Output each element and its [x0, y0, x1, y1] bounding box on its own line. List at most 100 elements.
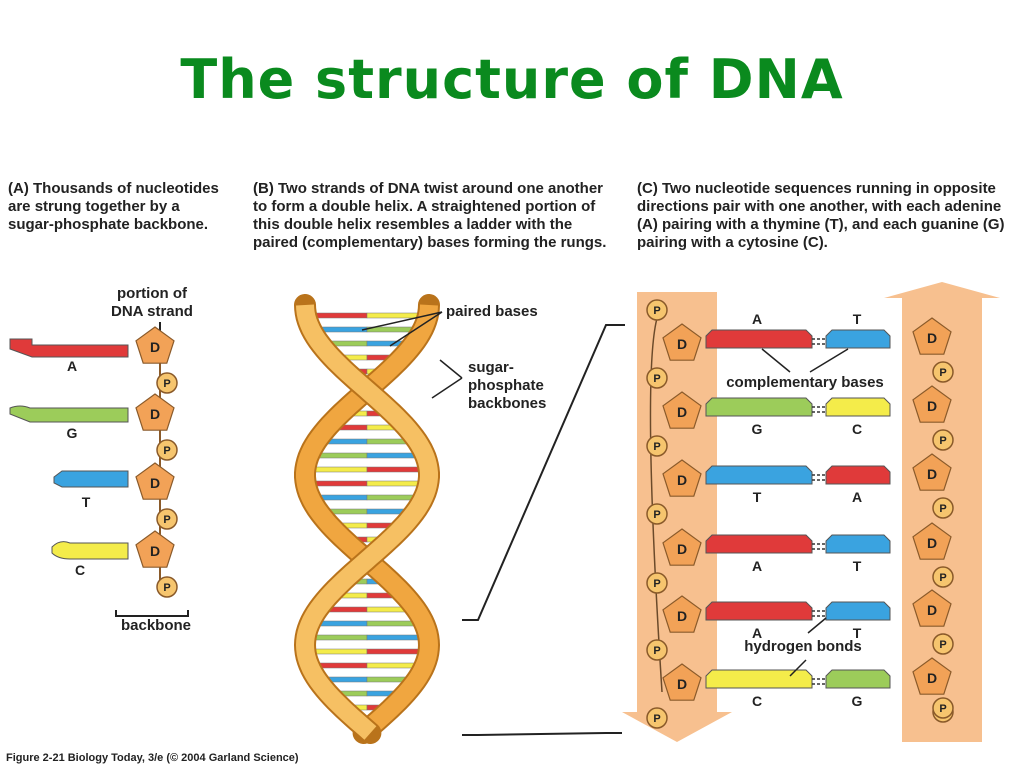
- left-base-label: C: [752, 693, 762, 709]
- deoxyribose-symbol: D: [927, 535, 937, 551]
- left-base: [705, 329, 813, 349]
- phosphate-symbol: P: [939, 367, 946, 379]
- left-base: [705, 465, 813, 485]
- right-base: [825, 601, 891, 621]
- panel-c-pairing: DPDPATDPDPGCDPDPTADPDPATDPDPATDPDPCGPP c…: [622, 282, 1000, 742]
- phosphate-group: [646, 435, 668, 457]
- right-base-label: T: [853, 625, 862, 641]
- zoom-connector-bottom: [462, 732, 622, 736]
- left-base: [705, 669, 813, 689]
- deoxyribose-symbol: D: [927, 670, 937, 686]
- left-base-label: A: [752, 625, 762, 641]
- left-backbone-band: [622, 292, 732, 742]
- deoxyribose-symbol: D: [677, 472, 687, 488]
- page-title: The structure of DNA: [180, 48, 844, 111]
- portion-label-line1: portion of: [117, 285, 188, 302]
- phosphate-symbol: P: [939, 639, 946, 651]
- phosphate-group: [646, 707, 668, 729]
- base-pair: DPDPCG: [646, 657, 954, 729]
- left-base: [705, 534, 813, 554]
- phosphate-symbol: P: [939, 703, 946, 715]
- deoxyribose-sugar: [912, 522, 952, 560]
- phosphate-label: phosphate: [468, 377, 544, 394]
- right-base-label: C: [852, 421, 862, 437]
- deoxyribose-sugar: [662, 459, 702, 497]
- portion-label-line2: DNA strand: [111, 303, 193, 320]
- deoxyribose-sugar: [912, 589, 952, 627]
- adenine-base: [9, 338, 129, 358]
- hydrogen-bonds-label: hydrogen bonds: [744, 638, 862, 655]
- right-base-label: T: [853, 558, 862, 574]
- figure-credit: Figure 2-21 Biology Today, 3/e (© 2004 G…: [6, 752, 299, 764]
- deoxyribose-sugar: [135, 393, 175, 431]
- left-base-label: G: [752, 421, 763, 437]
- right-base: [825, 534, 891, 554]
- base-label: A: [67, 358, 77, 374]
- phosphate-symbol: P: [163, 378, 170, 390]
- phosphate-group: [156, 372, 178, 394]
- right-base: [825, 329, 891, 349]
- deoxyribose-sugar: [662, 391, 702, 429]
- panel-b-helix: paired bases sugar- phosphate backbones: [293, 294, 625, 744]
- right-base: [825, 669, 891, 689]
- deoxyribose-symbol: D: [927, 330, 937, 346]
- deoxyribose-symbol: D: [150, 543, 160, 559]
- base-label: C: [75, 562, 85, 578]
- phosphate-symbol: P: [653, 305, 660, 317]
- deoxyribose-sugar: [135, 462, 175, 500]
- phosphate-group: [156, 576, 178, 598]
- phosphate-symbol: P: [653, 578, 660, 590]
- guanine-base: [9, 405, 129, 423]
- phosphate-group: [646, 367, 668, 389]
- phosphate-group: [646, 299, 668, 321]
- phosphate-group: [646, 572, 668, 594]
- deoxyribose-sugar: [912, 657, 952, 695]
- phosphate-group: [156, 508, 178, 530]
- phosphate-symbol: P: [939, 572, 946, 584]
- sugar-label: sugar-: [468, 359, 514, 376]
- panel-a-caption: (A) Thousands of nucleotides are strung …: [8, 180, 219, 233]
- phosphate-group: [646, 503, 668, 525]
- nucleotide: C D P: [51, 530, 178, 598]
- deoxyribose-sugar: [912, 385, 952, 423]
- phosphate-group: [646, 639, 668, 661]
- panel-c-caption: (C) Two nucleotide sequences running in …: [637, 180, 1005, 251]
- deoxyribose-symbol: D: [927, 398, 937, 414]
- backbone-bracket: [115, 610, 189, 617]
- deoxyribose-sugar: [662, 595, 702, 633]
- deoxyribose-symbol: D: [677, 608, 687, 624]
- phosphate-group: [932, 361, 954, 383]
- deoxyribose-symbol: D: [150, 406, 160, 422]
- phosphate-symbol: P: [653, 509, 660, 521]
- deoxyribose-symbol: D: [927, 602, 937, 618]
- base-label: T: [82, 494, 91, 510]
- helix-strand-back-fill: [296, 304, 439, 740]
- right-base: [825, 397, 891, 417]
- phosphate-group: [932, 429, 954, 451]
- phosphate-group: [932, 697, 954, 719]
- left-base: [705, 601, 813, 621]
- phosphate-symbol: P: [163, 514, 170, 526]
- right-base: [825, 465, 891, 485]
- deoxyribose-symbol: D: [150, 475, 160, 491]
- backbone-label: backbone: [121, 617, 191, 634]
- deoxyribose-symbol: D: [677, 336, 687, 352]
- cytosine-base: [51, 541, 129, 560]
- base-label: G: [67, 425, 78, 441]
- phosphate-symbol: P: [653, 645, 660, 657]
- zoom-connector-top: [462, 324, 625, 621]
- deoxyribose-symbol: D: [677, 541, 687, 557]
- phosphate-group: [156, 439, 178, 461]
- deoxyribose-sugar: [662, 528, 702, 566]
- left-base-label: A: [752, 311, 762, 327]
- phosphate-symbol: P: [653, 373, 660, 385]
- phosphate-symbol: P: [163, 582, 170, 594]
- deoxyribose-symbol: D: [150, 339, 160, 355]
- deoxyribose-sugar: [135, 326, 175, 364]
- phosphate-group: [932, 566, 954, 588]
- right-base-label: G: [852, 693, 863, 709]
- phosphate-symbol: P: [163, 445, 170, 457]
- deoxyribose-sugar: [912, 453, 952, 491]
